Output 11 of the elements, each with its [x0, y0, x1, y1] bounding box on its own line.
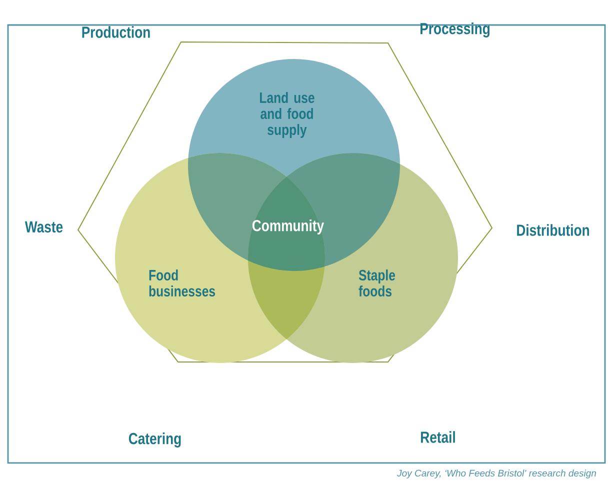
circle-label: Staple foods	[358, 269, 396, 296]
label: Catering	[128, 432, 181, 448]
label: Retail	[421, 431, 455, 443]
caption: Joy Carey, ‘Who Feeds Bristol’ research design	[397, 470, 596, 478]
label: Waste	[24, 221, 63, 233]
label: Distribution	[517, 224, 589, 236]
label: Production	[82, 26, 150, 38]
label: Processing	[420, 22, 490, 38]
circle-label: Land use and food supply	[260, 92, 314, 138]
label: Community	[252, 220, 324, 234]
circle-label: Food businesses	[149, 269, 216, 296]
